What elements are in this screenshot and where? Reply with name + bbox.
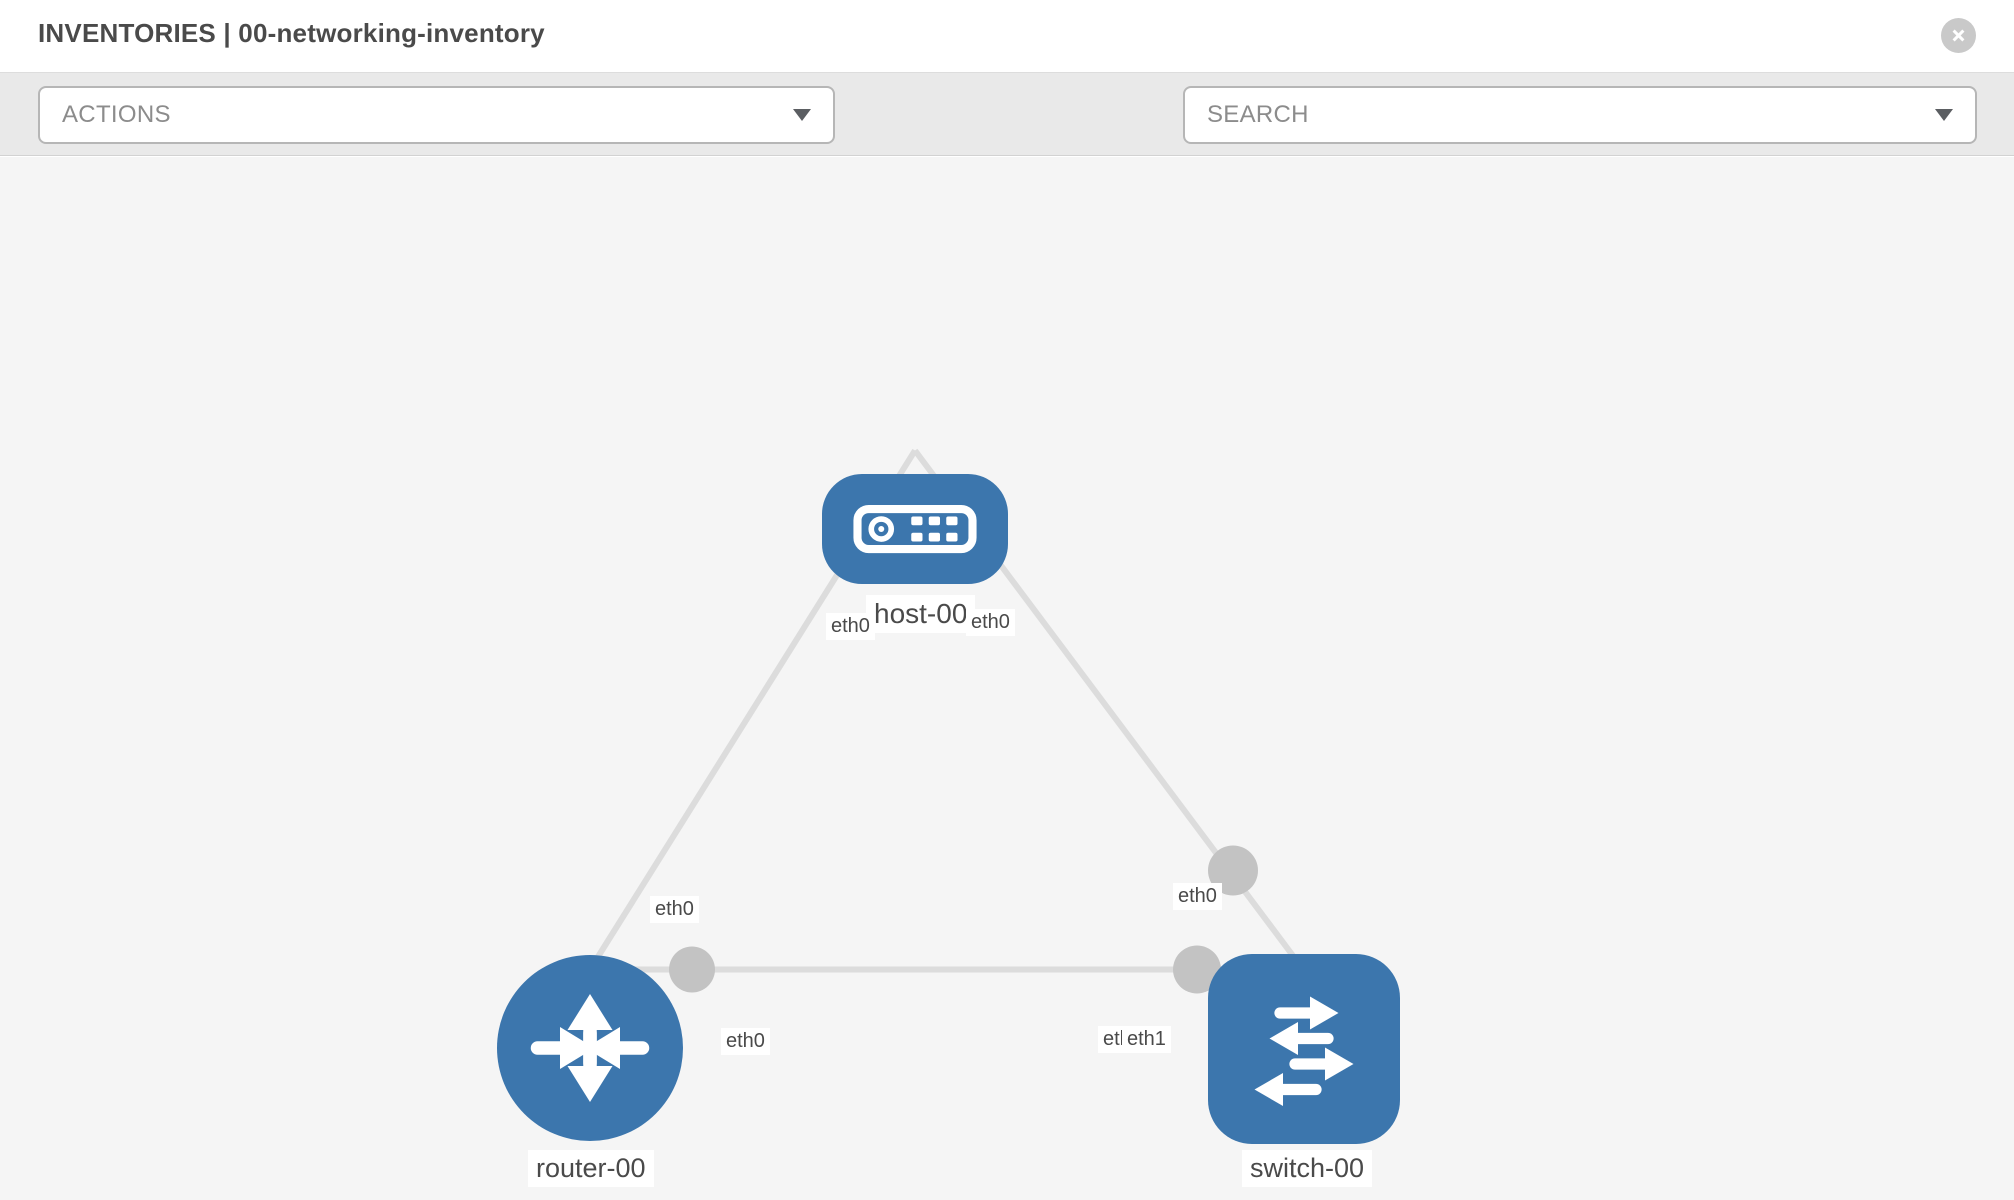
actions-dropdown[interactable]: ACTIONS bbox=[38, 86, 835, 144]
close-button[interactable] bbox=[1941, 18, 1976, 53]
if-label-host-router: eth0 bbox=[650, 896, 699, 923]
links-layer bbox=[587, 448, 1307, 994]
node-router-00[interactable] bbox=[497, 955, 683, 1141]
node-host-00[interactable] bbox=[822, 474, 1008, 584]
chevron-down-icon bbox=[1935, 109, 1953, 121]
actions-dropdown-label: ACTIONS bbox=[62, 101, 171, 128]
node-label-router: router-00 bbox=[528, 1150, 654, 1187]
toolbar: ACTIONS SEARCH bbox=[0, 72, 2014, 206]
node-label-switch: switch-00 bbox=[1242, 1150, 1373, 1187]
host-icon bbox=[853, 504, 977, 554]
node-label-host: host-00 bbox=[866, 595, 976, 633]
search-dropdown[interactable]: SEARCH bbox=[1183, 86, 1977, 144]
close-icon bbox=[1952, 29, 1965, 42]
if-label-mid-router-end: eth0 bbox=[721, 1028, 770, 1055]
router-icon bbox=[530, 994, 650, 1102]
header: INVENTORIES | 00-networking-inventory bbox=[0, 0, 2014, 72]
topology-canvas[interactable]: host-00 router-00 switch-00 eth0 eth0 et… bbox=[0, 157, 2014, 1200]
page-title: INVENTORIES | 00-networking-inventory bbox=[38, 18, 545, 48]
search-placeholder: SEARCH bbox=[1207, 101, 1309, 128]
chevron-down-icon bbox=[793, 109, 811, 121]
if-label-host-switch: eth0 bbox=[1173, 883, 1222, 910]
port-switch-left bbox=[1173, 945, 1221, 994]
if-label-host-left: eth0 bbox=[826, 613, 875, 640]
port-router-right bbox=[669, 946, 715, 993]
node-switch-00[interactable] bbox=[1208, 954, 1400, 1144]
if-label-host-right: eth0 bbox=[966, 609, 1015, 636]
if-label-mid-switch-front: eth1 bbox=[1122, 1026, 1171, 1053]
switch-icon bbox=[1254, 996, 1354, 1106]
